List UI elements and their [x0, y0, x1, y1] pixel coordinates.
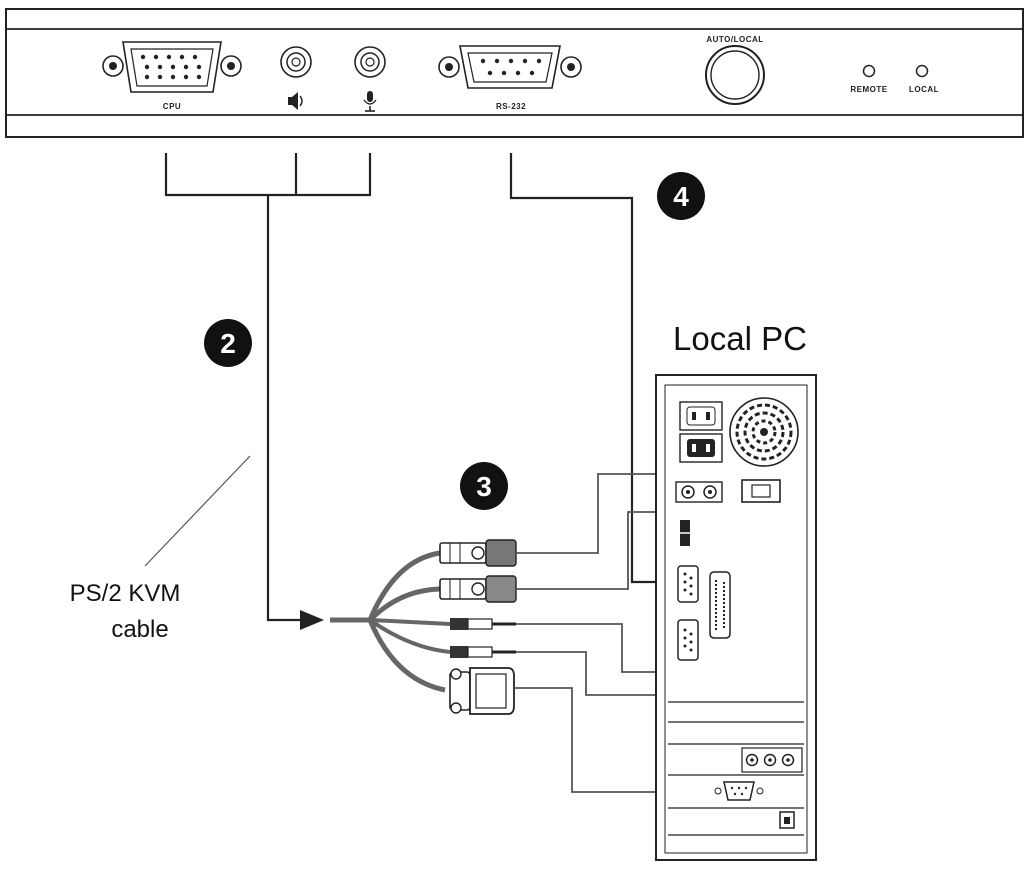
rs232-cable-wire: [509, 153, 680, 584]
arrow-icon: [300, 610, 324, 630]
kvm-cable-bundle: [330, 550, 451, 693]
step-badge-2: 2: [204, 319, 252, 367]
ps2-keyboard-plug: [439, 539, 517, 567]
cpu-label: CPU: [163, 102, 181, 111]
microphone-audio-plug: [450, 646, 516, 658]
speaker-icon: [288, 92, 303, 110]
expansion-slots: [668, 701, 804, 836]
cable-pointer-line: [144, 455, 251, 567]
cable-label-line2: cable: [111, 616, 168, 643]
fan-icon: [729, 397, 799, 467]
microphone-icon: [363, 91, 377, 112]
cable-label-line1: PS/2 KVM: [70, 580, 181, 607]
svg-text:2: 2: [220, 328, 236, 359]
remote-label: REMOTE: [850, 85, 887, 94]
pc-serial-port: [677, 565, 699, 603]
pc-ps2-ports: [675, 481, 723, 503]
local-pc-tower: [655, 374, 817, 861]
ps2-mouse-plug: [439, 575, 517, 603]
remote-led: [862, 64, 876, 78]
speaker-jack: [280, 46, 312, 78]
device-panel: CPU: [5, 8, 1024, 138]
vga-plug: [449, 667, 515, 715]
auto-local-button[interactable]: [705, 45, 765, 105]
svg-text:3: 3: [476, 471, 492, 502]
microphone-jack: [354, 46, 386, 78]
voltage-switch: [741, 479, 781, 503]
local-pc-title: Local PC: [673, 320, 807, 357]
power-socket: [679, 401, 723, 463]
kvm-cable-wire: [164, 153, 372, 630]
rs232-port: [438, 45, 582, 89]
svg-text:4: 4: [673, 181, 689, 212]
sound-card-jacks: [741, 747, 803, 773]
rs232-label: RS-232: [496, 102, 526, 111]
pc-vga-port: [714, 781, 764, 801]
local-label: LOCAL: [909, 85, 939, 94]
speaker-audio-plug: [450, 618, 516, 630]
local-led: [915, 64, 929, 78]
pc-parallel-port: [709, 571, 731, 639]
pc-serial-port-2: [677, 619, 699, 661]
step-badge-4: 4: [657, 172, 705, 220]
step-badge-3: 3: [460, 462, 508, 510]
cpu-vga-port: [102, 41, 242, 93]
auto-local-label: AUTO/LOCAL: [706, 35, 763, 44]
